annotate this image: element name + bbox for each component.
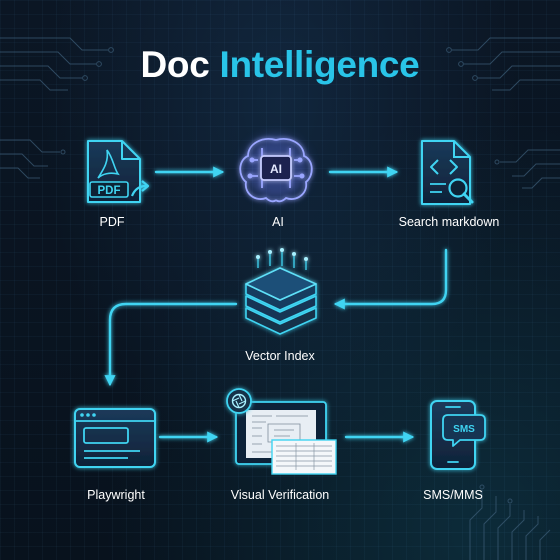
- node-label-search-markdown: Search markdown: [398, 215, 500, 229]
- title-part-doc: Doc: [140, 44, 210, 85]
- edge-vector-to-playwright: [104, 302, 238, 387]
- ai-brain-icon: AI: [239, 136, 313, 203]
- edge-search-to-vector: [333, 248, 448, 310]
- browser-window-icon: [74, 408, 156, 468]
- node-label-pdf: PDF: [99, 215, 125, 229]
- pdf-file-icon: PDF: [87, 140, 150, 203]
- page-title: Doc Intelligence: [0, 44, 560, 86]
- code-file-search-icon: [421, 140, 474, 205]
- node-label-visual-verification: Visual Verification: [230, 488, 330, 502]
- node-label-sms-mms: SMS/MMS: [423, 488, 483, 502]
- vector-database-icon: [245, 248, 317, 335]
- node-label-ai: AI: [272, 215, 284, 229]
- pdf-badge-text: PDF: [98, 185, 121, 197]
- title-part-intelligence: Intelligence: [219, 44, 420, 85]
- node-label-vector-index: Vector Index: [245, 349, 315, 363]
- node-label-playwright: Playwright: [87, 488, 145, 502]
- sms-badge-text: SMS: [453, 424, 475, 435]
- phone-sms-icon: SMS: [430, 400, 486, 470]
- ai-badge-text: AI: [270, 162, 282, 176]
- document-camera-icon: [226, 388, 337, 475]
- circuit-lines-decoration: [0, 37, 560, 560]
- flow-connectors: [104, 166, 448, 443]
